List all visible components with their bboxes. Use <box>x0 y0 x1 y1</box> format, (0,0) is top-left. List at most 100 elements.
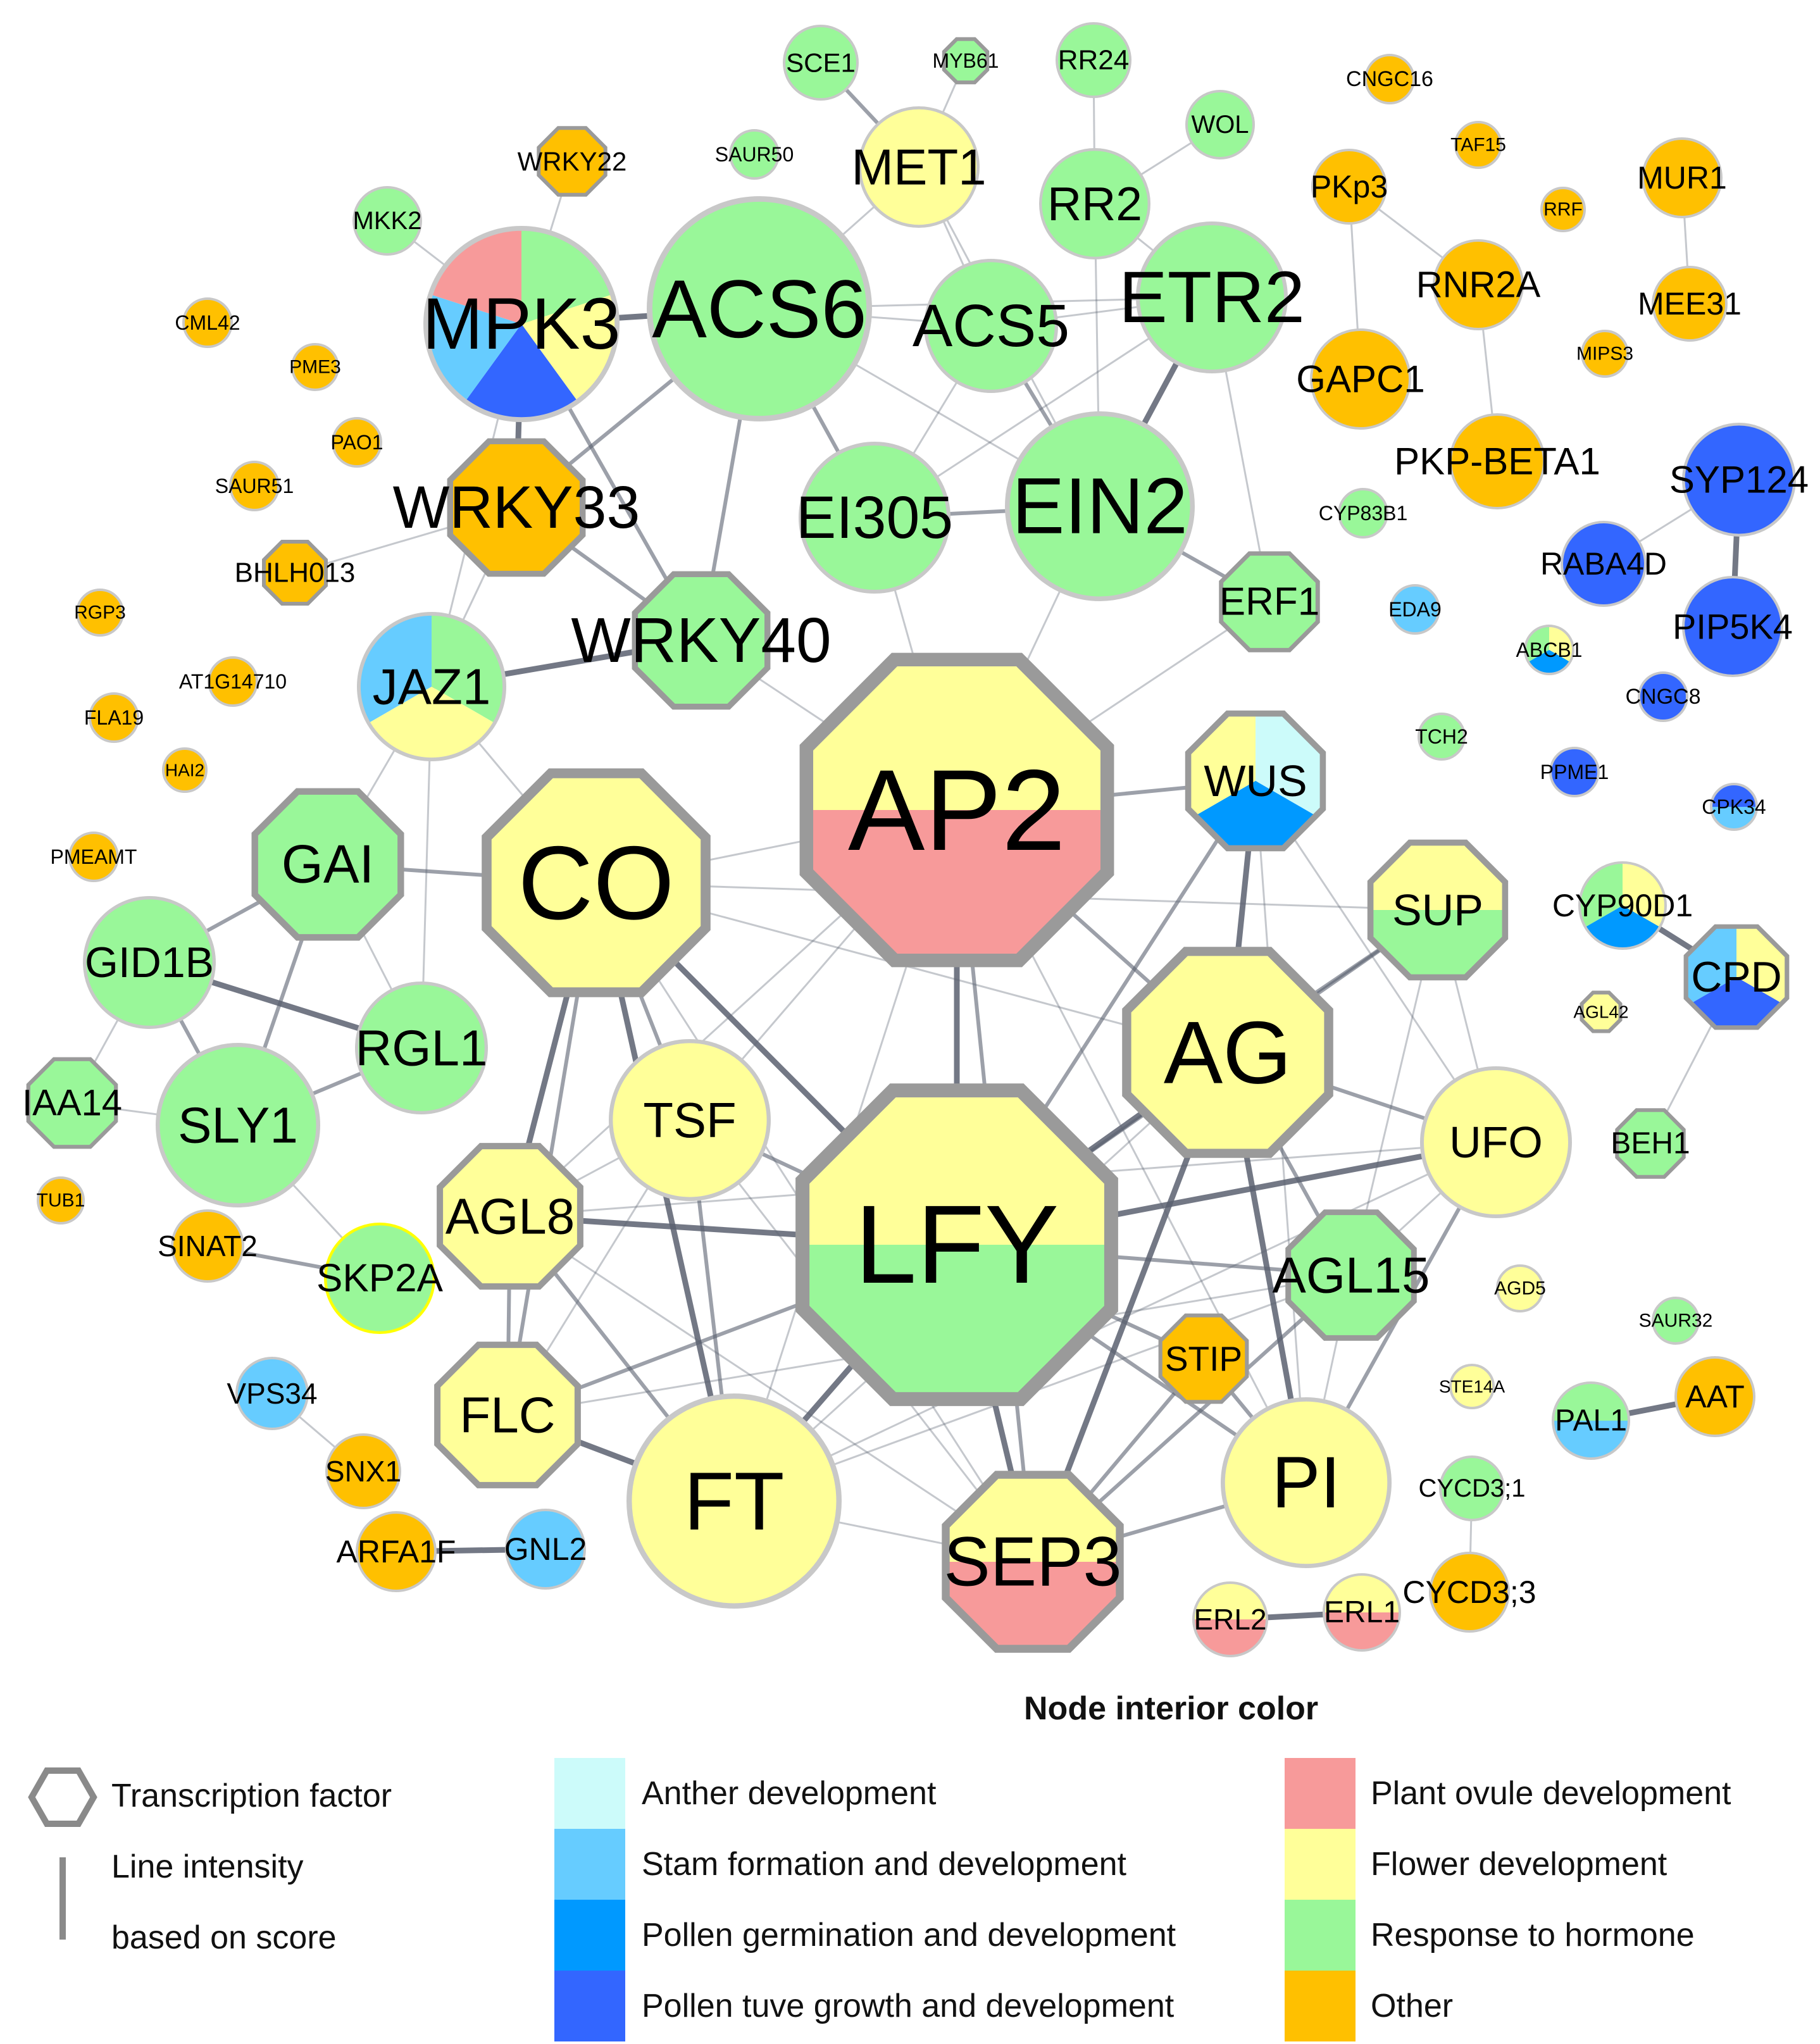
node-cngc8: CNGC8 <box>1625 671 1701 722</box>
node-label-ft: FT <box>684 1455 785 1547</box>
node-label-rgl1: RGL1 <box>356 1020 488 1076</box>
node-label-aat: AAT <box>1685 1379 1745 1414</box>
node-saur50: SAUR50 <box>715 129 794 180</box>
node-label-ei305: EI305 <box>796 484 953 551</box>
node-label-wrky33: WRKY33 <box>393 474 640 541</box>
node-label-skp2a: SKP2A <box>316 1257 444 1300</box>
node-arfa1f: ARFA1F <box>337 1511 456 1592</box>
node-label-ppme1: PPME1 <box>1540 761 1609 783</box>
node-pi: PI <box>1221 1397 1392 1568</box>
node-vps34: VPS34 <box>227 1357 318 1430</box>
node-cpk34: CPK34 <box>1702 783 1766 831</box>
node-syp124: SYP124 <box>1669 423 1809 537</box>
node-label-taf15: TAF15 <box>1450 135 1506 156</box>
legend-swatch-pollen_germ <box>554 1900 625 1971</box>
legend-label-other: Other <box>1371 1988 1454 2024</box>
node-label-mur1: MUR1 <box>1637 160 1727 196</box>
node-tsf: TSF <box>609 1038 771 1201</box>
node-ufo: UFO <box>1420 1066 1572 1218</box>
node-ein2: EIN2 <box>1005 411 1195 601</box>
node-saur51: SAUR51 <box>215 461 294 511</box>
edge-ft-ufo <box>733 1141 1497 1502</box>
node-sep3: SEP3 <box>942 1471 1124 1653</box>
node-label-acs6: ACS6 <box>652 263 867 355</box>
node-sup: SUP <box>1367 839 1509 981</box>
node-agl15: AGL15 <box>1272 1209 1430 1341</box>
legend-tf-label: Transcription factor <box>111 1778 392 1814</box>
node-agl42: AGL42 <box>1573 990 1629 1033</box>
node-pmeamt: PMEAMT <box>51 832 137 882</box>
node-wrky40: WRKY40 <box>571 571 832 710</box>
node-label-pal1: PAL1 <box>1555 1404 1627 1438</box>
node-stip: STIP <box>1158 1313 1249 1404</box>
node-mee31: MEE31 <box>1638 266 1742 342</box>
node-label-co: CO <box>518 825 675 941</box>
node-rrf: RRF <box>1540 187 1586 232</box>
legend-label-hormone: Response to hormone <box>1371 1917 1695 1954</box>
node-label-cngc8: CNGC8 <box>1625 685 1700 709</box>
node-bhlh013: BHLH013 <box>235 540 356 606</box>
node-pip5k4: PIP5K4 <box>1673 576 1793 677</box>
legend-line-label-2: based on score <box>111 1919 337 1956</box>
node-lfy: LFY <box>795 1083 1118 1406</box>
node-label-mkk2: MKK2 <box>353 207 422 235</box>
node-label-agl8: AGL8 <box>446 1188 575 1245</box>
node-label-gid1b: GID1B <box>85 938 214 987</box>
node-pkp3: PKp3 <box>1311 149 1388 225</box>
node-snx1: SNX1 <box>325 1433 401 1509</box>
node-label-acs5: ACS5 <box>913 292 1069 359</box>
node-label-erl2: ERL2 <box>1194 1603 1266 1636</box>
node-label-abcb1: ABCB1 <box>1516 639 1583 661</box>
node-beh1: BEH1 <box>1611 1108 1690 1179</box>
node-pal1: PAL1 <box>1552 1381 1630 1460</box>
node-label-rnr2a: RNR2A <box>1416 265 1541 306</box>
node-label-arfa1f: ARFA1F <box>337 1534 456 1569</box>
legend-swatch-hormone <box>1285 1900 1356 1971</box>
node-label-tch2: TCH2 <box>1415 725 1468 748</box>
node-ste14a: STE14A <box>1439 1364 1505 1409</box>
node-gapc1: GAPC1 <box>1296 328 1425 430</box>
node-label-lfy: LFY <box>855 1183 1059 1307</box>
legend-label-ovule: Plant ovule development <box>1371 1775 1731 1812</box>
node-sce1: SCE1 <box>783 25 859 101</box>
node-label-mpk3: MPK3 <box>422 284 620 365</box>
node-ap2: AP2 <box>799 652 1114 968</box>
node-label-ag: AG <box>1164 1003 1292 1102</box>
node-label-cycd3-3: CYCD3;3 <box>1402 1574 1536 1610</box>
node-label-sup: SUP <box>1392 885 1483 935</box>
node-cycd3-1: CYCD3;1 <box>1419 1455 1525 1521</box>
node-label-gai: GAI <box>282 835 374 895</box>
node-label-met1: MET1 <box>851 139 986 196</box>
node-flc: FLC <box>434 1342 581 1488</box>
node-label-bhlh013: BHLH013 <box>235 558 356 589</box>
node-label-myb61: MYB61 <box>933 49 999 72</box>
node-label-gapc1: GAPC1 <box>1296 358 1424 401</box>
node-cyp90d1: CYP90D1 <box>1552 861 1693 950</box>
node-label-wol: WOL <box>1191 111 1249 139</box>
node-label-cpd: CPD <box>1691 953 1782 1001</box>
node-gnl2: GNL2 <box>504 1509 587 1590</box>
node-label-rrf: RRF <box>1543 199 1583 220</box>
node-sly1: SLY1 <box>156 1043 320 1207</box>
node-co: CO <box>482 768 711 997</box>
node-rnr2a: RNR2A <box>1416 239 1541 330</box>
node-label-eda9: EDA9 <box>1388 598 1442 621</box>
legend-line-label-1: Line intensity <box>111 1848 304 1885</box>
node-label-pkp-beta1: PKP-BETA1 <box>1394 440 1600 483</box>
node-raba4d: RABA4D <box>1540 521 1667 607</box>
node-fla19: FLA19 <box>84 692 144 743</box>
node-label-wrky22: WRKY22 <box>518 147 627 177</box>
node-aat: AAT <box>1674 1356 1755 1437</box>
node-wol: WOL <box>1185 90 1255 159</box>
node-label-cyp90d1: CYP90D1 <box>1552 888 1693 923</box>
node-myb61: MYB61 <box>933 37 999 85</box>
node-mips3: MIPS3 <box>1576 330 1633 378</box>
node-ppme1: PPME1 <box>1540 747 1609 797</box>
node-jaz1: JAZ1 <box>357 612 507 762</box>
node-cml42: CML42 <box>175 297 240 348</box>
node-label-mips3: MIPS3 <box>1576 344 1633 365</box>
node-label-pme3: PME3 <box>289 357 341 378</box>
transcription-factor-icon <box>28 1767 97 1827</box>
node-label-beh1: BEH1 <box>1611 1127 1690 1161</box>
